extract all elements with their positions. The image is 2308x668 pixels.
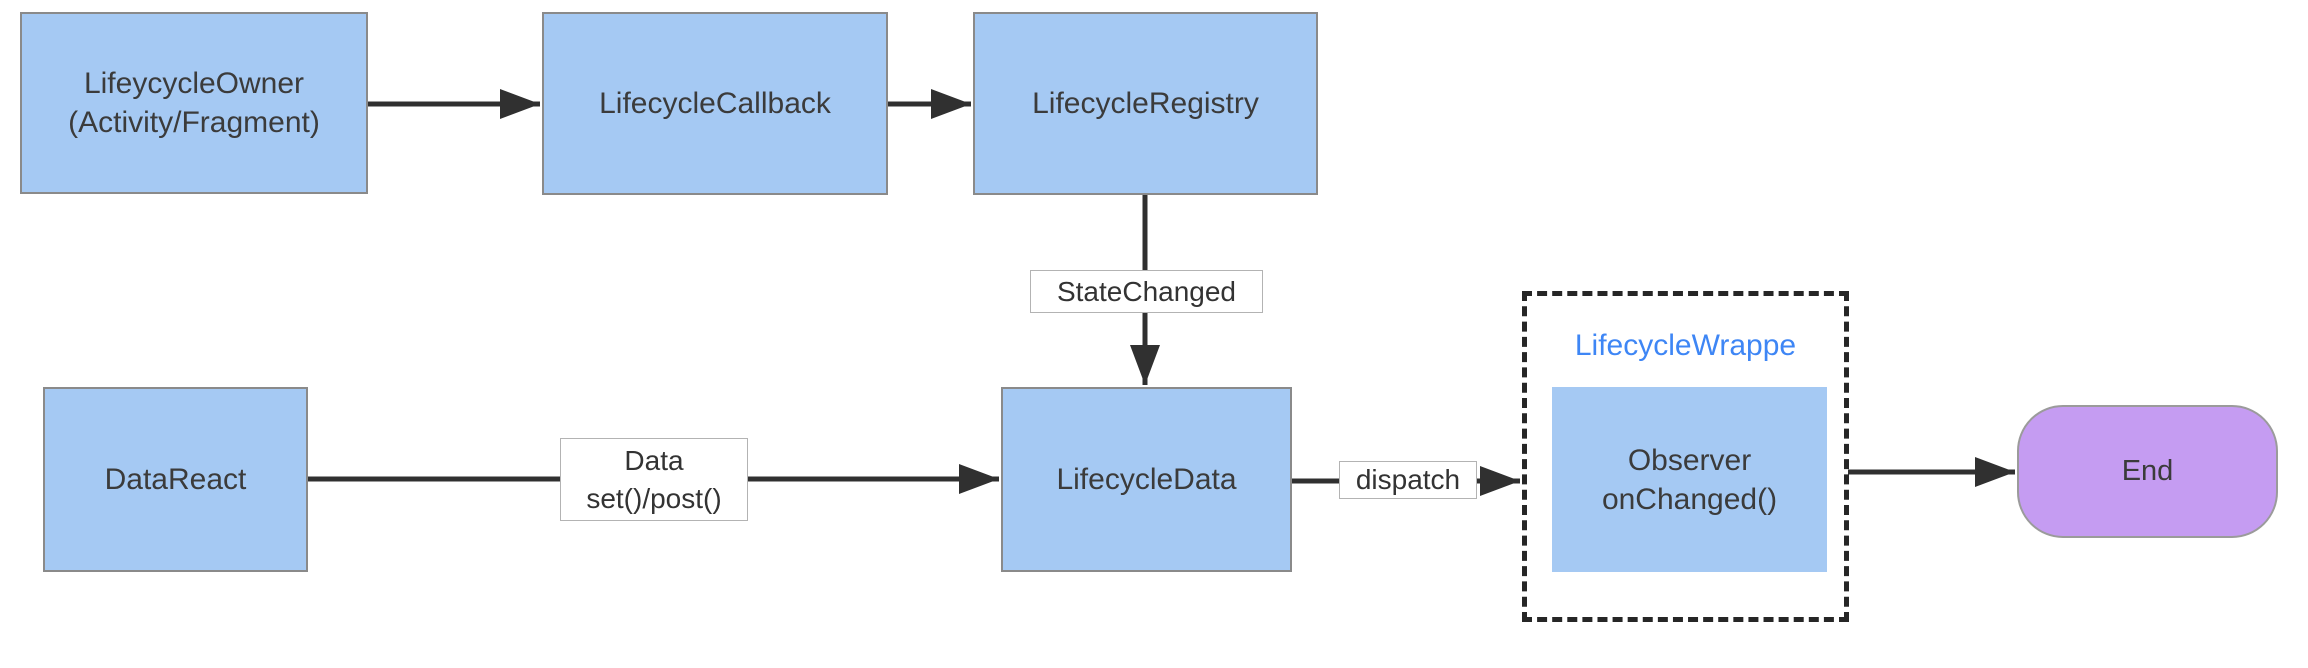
edge-label-state-changed-text: StateChanged bbox=[1056, 275, 1237, 307]
node-lifecycle-owner: LifeycycleOwner (Activity/Fragment) bbox=[20, 12, 368, 194]
edge-label-dispatch: dispatch bbox=[1339, 461, 1477, 499]
node-lifecycle-data-label: LifecycleData bbox=[1056, 463, 1237, 496]
edge-label-data-text-line2: set()/post() bbox=[586, 482, 722, 514]
node-observer-label-line2: onChanged() bbox=[1601, 482, 1778, 516]
node-data-react-label: DataReact bbox=[104, 463, 247, 496]
node-observer: Observer onChanged() bbox=[1552, 387, 1827, 572]
lifecycle-wrapper-title: LifecycleWrappe bbox=[1574, 329, 1797, 362]
edge-label-dispatch-text: dispatch bbox=[1355, 464, 1461, 495]
node-lifecycle-registry: LifecycleRegistry bbox=[973, 12, 1318, 195]
node-end-label: End bbox=[2121, 455, 2174, 487]
node-lifecycle-registry-label: LifecycleRegistry bbox=[1032, 87, 1259, 120]
node-observer-label-line1: Observer bbox=[1627, 443, 1752, 477]
node-data-react: DataReact bbox=[43, 387, 308, 572]
node-lifecycle-callback: LifecycleCallback bbox=[542, 12, 888, 195]
node-end: End bbox=[2017, 405, 2278, 538]
node-lifecycle-callback-label: LifecycleCallback bbox=[599, 87, 831, 120]
edge-label-data-text-line1: Data bbox=[624, 444, 684, 476]
edge-label-data-set-post: Data set()/post() bbox=[560, 438, 748, 521]
node-lifecycle-owner-label-line1: LifeycycleOwner bbox=[83, 67, 305, 100]
node-lifecycle-data: LifecycleData bbox=[1001, 387, 1292, 572]
node-lifecycle-wrapper-container: LifecycleWrappe Observer onChanged() bbox=[1522, 291, 1849, 622]
edge-label-state-changed: StateChanged bbox=[1030, 270, 1263, 313]
node-lifecycle-owner-label-line2: (Activity/Fragment) bbox=[68, 106, 320, 139]
